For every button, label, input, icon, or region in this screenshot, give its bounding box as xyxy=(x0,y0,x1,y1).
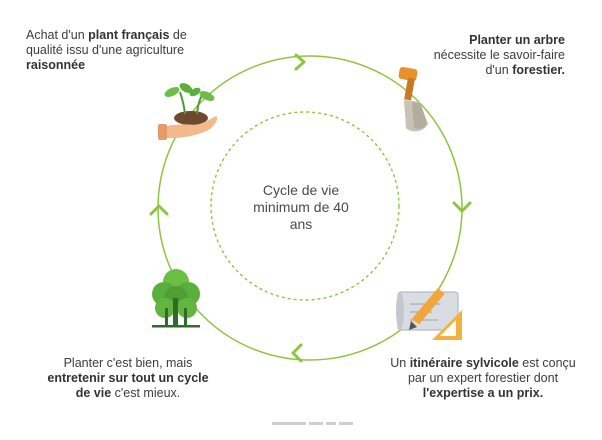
inner-dashed-ring xyxy=(210,111,400,301)
center-line-3: ans xyxy=(289,216,313,232)
step-planting: Planter un arbre nécessite le savoir-fai… xyxy=(424,33,565,78)
shovel-icon xyxy=(398,67,428,132)
cycle-diagram: Cycle de vie minimum de 40 ans Achat d'u… xyxy=(26,28,582,427)
step4-text-1: Planter c'est bien, mais xyxy=(63,356,193,370)
step4-text-2: entretenir sur tout un cycle de vie xyxy=(47,371,209,400)
step-sylviculture: Un itinéraire sylvicole est conçu par un… xyxy=(384,356,582,401)
step3-text-3: est conçu par un expert forestier dont xyxy=(407,356,576,385)
step3-text-2: itinéraire sylvicole xyxy=(409,356,519,370)
step4-text-3: c'est mieux. xyxy=(111,386,181,400)
chevron-top-icon xyxy=(294,53,306,71)
step2-text-3: forestier. xyxy=(512,63,565,77)
chevron-left-icon xyxy=(149,204,169,216)
tree-icon xyxy=(152,269,200,328)
step3-text-4: l'expertise a un prix. xyxy=(422,386,544,400)
bottom-divider xyxy=(272,422,392,427)
step2-text-1: Planter un arbre xyxy=(469,33,565,47)
step1-text-2: plant français xyxy=(88,28,170,42)
step3-text-1: Un xyxy=(390,356,410,370)
step-plant-purchase: Achat d'un plant français de qualité iss… xyxy=(26,28,226,73)
step2-text-2: nécessite le savoir-faire d'un xyxy=(433,48,565,77)
center-line-1: Cycle de vie xyxy=(262,182,340,198)
chevron-right-icon xyxy=(452,201,472,213)
blueprint-pencil-icon xyxy=(396,288,462,340)
step1-text-4: raisonnée xyxy=(26,58,86,72)
center-line-2: minimum de 40 xyxy=(253,199,349,215)
step1-text-1: Achat d'un xyxy=(26,28,89,42)
step-maintenance: Planter c'est bien, mais entretenir sur … xyxy=(40,356,216,401)
cycle-graphics xyxy=(149,53,472,363)
cycle-center-label: Cycle de vie minimum de 40 ans xyxy=(236,182,366,233)
chevron-bottom-icon xyxy=(291,343,303,363)
step1-text-3: de qualité issu d'une agriculture xyxy=(26,28,187,57)
seedling-hand-icon xyxy=(158,83,218,140)
